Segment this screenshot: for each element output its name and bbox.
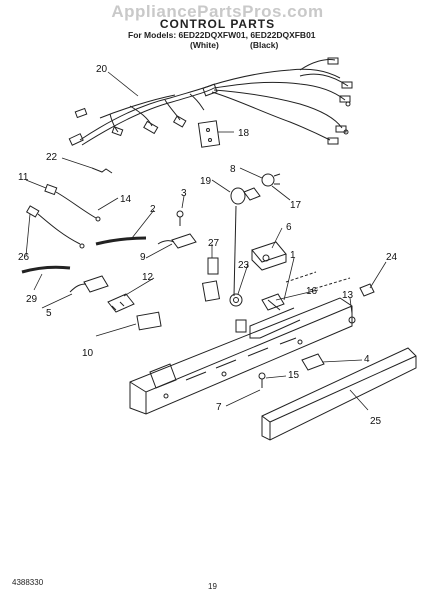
screw-16 [267, 299, 281, 311]
callout-5: 5 [46, 308, 52, 319]
callout-18: 18 [238, 128, 250, 139]
callout-15: 15 [288, 370, 300, 381]
callout-25: 25 [370, 416, 382, 427]
page-number: 19 [208, 582, 217, 591]
variant-white: (White) [190, 40, 219, 50]
callout-6: 6 [286, 222, 292, 233]
callout-7: 7 [216, 402, 222, 413]
tube-part [95, 236, 147, 246]
watermark-text: AppliancePartsPros.com [111, 2, 324, 21]
switch-5 [69, 275, 109, 293]
callout-8: 8 [230, 164, 236, 175]
callout-26: 26 [18, 252, 30, 263]
small-label [207, 257, 219, 275]
document-number: 4388330 [12, 578, 44, 587]
callout-23: 23 [238, 260, 250, 271]
callout-1: 1 [290, 250, 296, 261]
callout-29: 29 [26, 294, 38, 305]
mounting-plate [197, 120, 221, 148]
callout-14: 14 [120, 194, 132, 205]
callout-17: 17 [290, 200, 302, 211]
label-27 [201, 280, 221, 302]
variants-line: (White) (Black) [190, 40, 310, 50]
callout-16: 16 [306, 286, 318, 297]
drain-tube [21, 265, 71, 274]
callout-13: 13 [342, 290, 354, 301]
clip-24 [359, 283, 375, 297]
callout-3: 3 [181, 188, 187, 199]
face-plate [261, 347, 417, 441]
callout-27: 27 [208, 238, 220, 249]
switch-4 [301, 353, 325, 371]
leader-lines [25, 71, 387, 411]
callout-2: 2 [150, 204, 156, 215]
diagram-title: CONTROL PARTS [159, 17, 276, 31]
temperature-sensors [25, 183, 101, 249]
variant-black: (Black) [250, 40, 279, 50]
switch-12 [107, 293, 135, 313]
thermostat [251, 241, 287, 271]
callout-20: 20 [96, 64, 108, 75]
callout-12: 12 [142, 272, 154, 283]
label-10 [136, 311, 162, 331]
lamp-socket [230, 173, 281, 297]
switch-bracket [157, 233, 197, 249]
callout-9: 9 [140, 252, 146, 263]
screw-15 [258, 372, 266, 388]
callout-24: 24 [386, 252, 398, 263]
grommet [229, 293, 243, 307]
callout-11: 11 [18, 172, 29, 183]
callout-22: 22 [46, 152, 58, 163]
callout-10: 10 [82, 348, 94, 359]
callout-4: 4 [364, 354, 370, 365]
callout-19: 19 [200, 176, 212, 187]
control-housing [129, 271, 353, 415]
screw-3 [176, 210, 184, 226]
wire-clip [91, 167, 113, 174]
models-line: For Models: 6ED22DQXFW01, 6ED22DQXFB01 [128, 30, 316, 40]
wiring-harness [68, 57, 353, 146]
